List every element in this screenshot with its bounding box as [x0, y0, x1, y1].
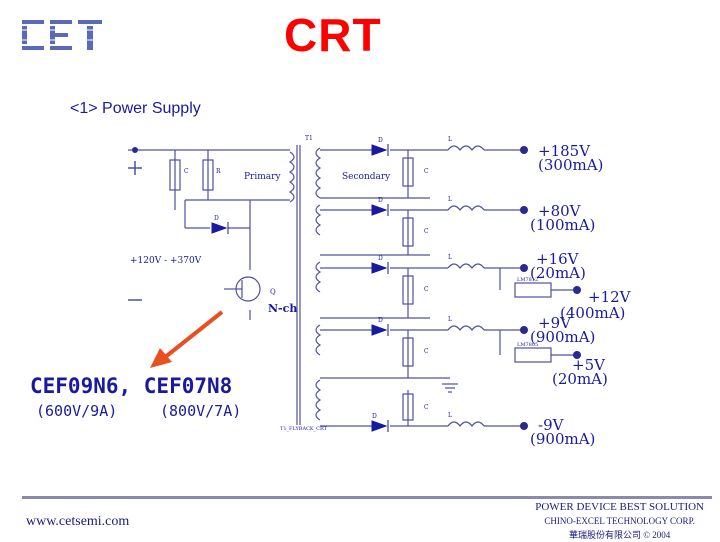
cap-ref-label: C	[424, 168, 429, 175]
diode-ref-label: D	[214, 215, 219, 222]
primary-label: Primary	[244, 172, 281, 182]
diode-ref-label: D	[372, 413, 377, 420]
part-spec-2: (800V/7A)	[160, 402, 242, 420]
secondary-label: Secondary	[342, 172, 391, 182]
cap-ref-label: C	[184, 168, 189, 175]
output-voltage: +9V	[538, 314, 572, 332]
output-current: (300mA)	[538, 156, 603, 174]
fet-ref-label: Q	[270, 288, 276, 296]
output-voltage: +5V	[572, 356, 606, 374]
diode-ref-label: D	[378, 197, 383, 204]
diode-ref-label: D	[378, 137, 383, 144]
inductor-ref-label: L	[448, 196, 452, 203]
regulator2-ref-label: LM7805	[517, 342, 538, 348]
resistor-ref-label: R	[216, 168, 221, 175]
diode-ref-label: D	[378, 317, 383, 324]
website-link[interactable]: www.cetsemi.com	[26, 514, 130, 529]
page-title: CRT	[284, 9, 382, 61]
regulator-ref-label: LM7812	[517, 277, 538, 283]
cap-ref-label: C	[424, 404, 429, 411]
output-voltage: -9V	[538, 416, 565, 434]
mosfet-part-numbers: CEF09N6, CEF07N8	[30, 374, 233, 398]
company-name-cn: 華瑞股份有限公司 © 2004	[568, 530, 671, 540]
inductor-ref-label: L	[448, 254, 452, 261]
cet-logo	[22, 20, 102, 50]
diode-ref-label: D	[378, 255, 383, 262]
fet-type-label: N-ch	[268, 302, 297, 315]
output-current: (400mA)	[560, 304, 625, 322]
company-name: CHINO-EXCEL TECHNOLOGY CORP.	[544, 516, 695, 526]
output-voltage: +80V	[538, 202, 582, 220]
output-current: (100mA)	[530, 216, 595, 234]
output-current: (900mA)	[530, 430, 595, 448]
output-voltage: +16V	[536, 250, 580, 268]
input-range-label: +120V - +370V	[130, 256, 202, 266]
company-slogan: POWER DEVICE BEST SOLUTION	[535, 501, 704, 513]
output-voltage: +12V	[588, 288, 632, 306]
output-voltage: +185V	[538, 142, 591, 160]
transformer-ref-label: T1	[305, 135, 313, 142]
inductor-ref-label: L	[448, 316, 452, 323]
section-label: <1> Power Supply	[70, 100, 201, 117]
company-block: POWER DEVICE BEST SOLUTION CHINO-EXCEL T…	[535, 500, 704, 542]
cap-ref-label: C	[424, 228, 429, 235]
flyback-ref-label: T1_FLYBACK_CRT	[280, 426, 328, 432]
part-spec-1: (600V/9A)	[36, 402, 118, 420]
footer-divider	[22, 496, 712, 499]
output-current: (900mA)	[530, 328, 595, 346]
inductor-ref-label: L	[448, 136, 452, 143]
cap-ref-label: C	[424, 286, 429, 293]
inductor-ref-label: L	[448, 412, 452, 419]
cap-ref-label: C	[424, 348, 429, 355]
output-current: (20mA)	[530, 264, 586, 282]
output-current: (20mA)	[552, 370, 608, 388]
